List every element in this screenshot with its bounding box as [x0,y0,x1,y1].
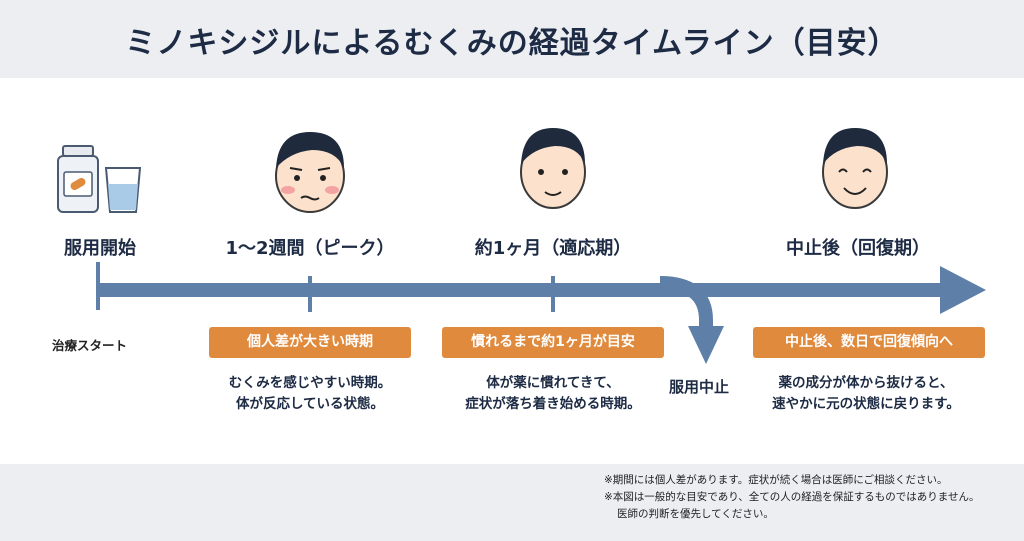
footer-band [0,464,1024,541]
desc-peak-line-1: むくみを感じやすい時期。 [228,375,392,391]
medicine-bottle-icon [57,145,99,213]
stage-label-start: 服用開始 [64,238,136,259]
stage-label-peak: 1〜2週間（ピーク） [225,238,395,259]
badge-recovery: 中止後、数日で回復傾向へ [753,327,985,358]
desc-adaptation-line-2: 症状が落ち着き始める時期。 [465,396,641,412]
desc-recovery-line-2: 速やかに元の状態に戻ります。 [772,396,960,412]
start-subtitle: 治療スタート [52,338,128,353]
calm-face-icon [520,128,586,209]
desc-adaptation-line-1: 体が薬に慣れてきて、 [486,375,620,391]
smiling-face-icon [822,128,888,209]
footnotes: ※期間には個人差があります。症状が続く場合は医師にご相談ください。 ※本図は一般… [604,472,1024,523]
stage-label-adaptation: 約1ヶ月（適応期） [474,238,632,259]
header-band [0,0,1024,78]
stop-branch-arrow [659,276,724,364]
desc-adaptation: 体が薬に慣れてきて、 症状が落ち着き始める時期。 [465,373,641,415]
stage-label-recovery: 中止後（回復期） [786,238,930,259]
badge-adaptation: 慣れるまで約1ヶ月が目安 [442,327,664,358]
water-glass-icon [104,167,142,213]
footnote-2: ※本図は一般的な目安であり、全ての人の経過を保証するものではありません。 [604,491,980,503]
desc-recovery-line-1: 薬の成分が体から抜けると、 [778,375,954,391]
desc-recovery: 薬の成分が体から抜けると、 速やかに元の状態に戻ります。 [772,373,960,415]
timeline-arrow [96,262,986,314]
swollen-face-icon [275,132,345,213]
desc-peak: むくみを感じやすい時期。 体が反応している状態。 [229,373,392,415]
desc-peak-line-2: 体が反応している状態。 [235,396,385,412]
stop-label: 服用中止 [669,378,730,396]
footnote-3: 医師の判断を優先してください。 [617,508,774,520]
badge-peak: 個人差が大きい時期 [209,327,411,358]
page-title: ミノキシジルによるむくみの経過タイムライン（目安） [125,26,899,61]
footnote-1: ※期間には個人差があります。症状が続く場合は医師にご相談ください。 [604,474,948,486]
